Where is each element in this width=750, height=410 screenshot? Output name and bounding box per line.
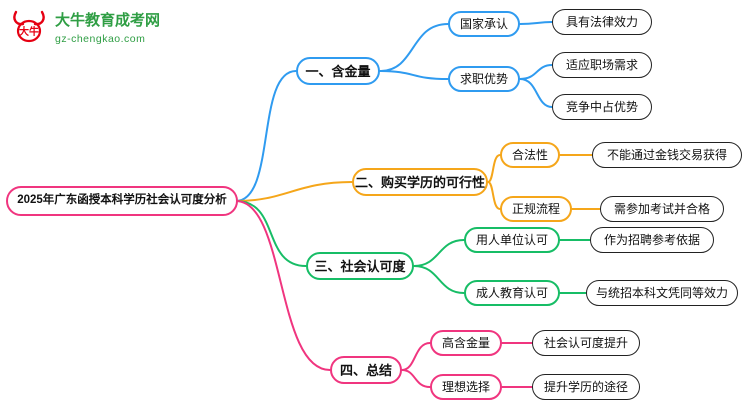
root-topic-node: 2025年广东函授本科学历社会认可度分析: [6, 186, 238, 216]
branch-1-child-1-leaf-1-node: 具有法律效力: [552, 9, 652, 35]
branch-4-node: 四、总结: [330, 356, 402, 384]
connector-branch3-child1: [413, 239, 465, 267]
connector-root-branch1: [235, 70, 297, 202]
branch-1-child-2-leaf-1-node: 适应职场需求: [552, 52, 652, 78]
connector-branch2-child1: [487, 154, 501, 183]
connector-root-branch2: [235, 181, 353, 202]
branch-3-node: 三、社会认可度: [306, 252, 414, 280]
branch-2-child-2-leaf-1-node: 需参加考试并合格: [600, 196, 724, 222]
branch-2-child-2-node: 正规流程: [500, 196, 572, 222]
branch-4-child-2-leaf-1-node: 提升学历的途径: [532, 374, 640, 400]
svg-text:大牛: 大牛: [19, 25, 39, 38]
branch-2-child-1-node: 合法性: [500, 142, 560, 168]
connector-branch1-child2: [379, 70, 449, 80]
branch-4-child-1-leaf-1-node: 社会认可度提升: [532, 330, 640, 356]
connector-branch4-child2: [401, 369, 431, 388]
site-logo: 大牛 大牛教育成考网 gz-chengkao.com: [10, 8, 160, 46]
branch-1-child-2-leaf-2-node: 竞争中占优势: [552, 94, 652, 120]
branch-2-node: 二、购买学历的可行性: [352, 168, 488, 196]
connector-root-branch4: [235, 200, 331, 371]
branch-3-child-2-leaf-1-node: 与统招本科文凭同等效力: [586, 280, 738, 306]
branch-1-child-1-node: 国家承认: [448, 11, 520, 37]
connector-branch3-child2: [413, 265, 465, 294]
branch-2-child-1-leaf-1-node: 不能通过金钱交易获得: [592, 142, 742, 168]
branch-1-node: 一、含金量: [296, 57, 380, 85]
connector-child2-leaf1: [519, 64, 553, 80]
branch-3-child-2-node: 成人教育认可: [464, 280, 560, 306]
branch-1-child-2-node: 求职优势: [448, 66, 520, 92]
bull-logo-icon: 大牛: [13, 10, 45, 43]
branch-4-child-1-node: 高含金量: [430, 330, 502, 356]
connector-branch2-child2: [487, 181, 501, 210]
branch-4-child-2-node: 理想选择: [430, 374, 502, 400]
connector-child1-leaf1: [519, 21, 553, 25]
connector-child2-leaf2: [519, 78, 553, 108]
connector-branch4-child1: [401, 342, 431, 371]
site-name: 大牛教育成考网: [55, 12, 161, 29]
connector-root-branch3: [235, 200, 307, 267]
branch-3-child-1-leaf-1-node: 作为招聘参考依据: [590, 227, 714, 253]
branch-3-child-1-node: 用人单位认可: [464, 227, 560, 253]
connector-branch1-child1: [379, 23, 449, 72]
site-domain: gz-chengkao.com: [55, 33, 146, 45]
site-logo-text: 大牛教育成考网 gz-chengkao.com: [55, 9, 160, 45]
